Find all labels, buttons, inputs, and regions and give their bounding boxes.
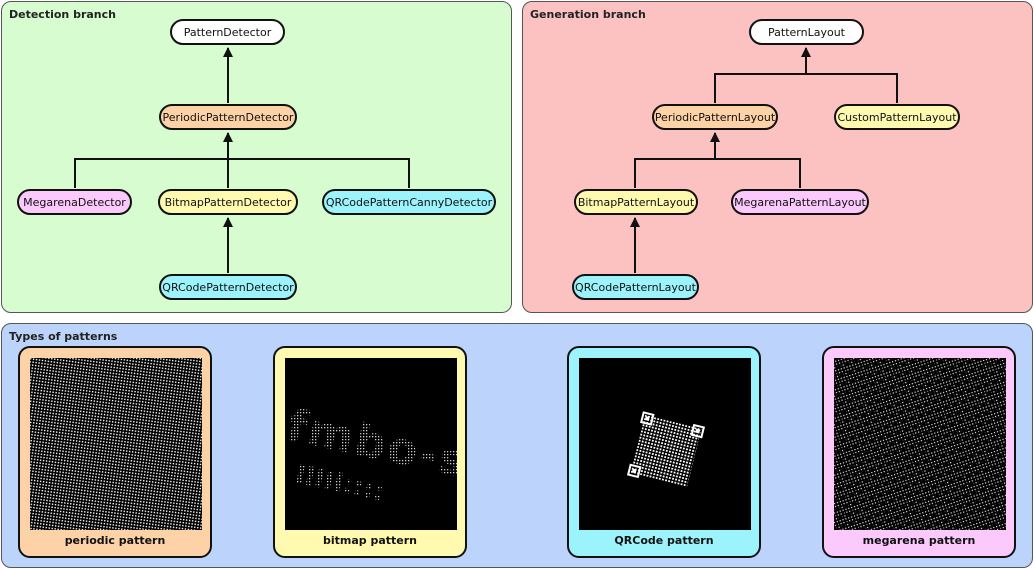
edge-bus-generation-bottom: [634, 158, 801, 188]
bitmap-pattern-image: fmbo-s IIIII::::: [285, 358, 457, 530]
bitmap-pattern-caption: bitmap pattern: [322, 534, 418, 547]
generation-panel-title: Generation branch: [530, 8, 646, 21]
edge-bus-detection: [74, 158, 410, 188]
periodic-pattern-caption: periodic pattern: [64, 534, 166, 547]
generation-panel: Generation branch: [522, 1, 1033, 313]
megarena-pattern-image: [834, 358, 1006, 530]
qrcode-pattern-image: [579, 358, 751, 530]
periodic-pattern-image: [30, 358, 202, 530]
card-qrcode-pattern: QRCode pattern: [567, 346, 761, 558]
node-periodic-pattern-detector: PeriodicPatternDetector: [159, 104, 297, 130]
node-bitmap-pattern-layout: BitmapPatternLayout: [574, 189, 698, 215]
card-megarena-pattern: megarena pattern: [822, 346, 1016, 558]
node-pattern-layout: PatternLayout: [749, 19, 864, 45]
detection-panel: Detection branch: [1, 1, 512, 313]
card-bitmap-pattern: fmbo-s IIIII:::: bitmap pattern: [273, 346, 467, 558]
types-panel-title: Types of patterns: [9, 330, 118, 343]
detection-panel-title: Detection branch: [9, 8, 116, 21]
node-megarena-pattern-layout: MegarenaPatternLayout: [731, 189, 869, 215]
edge-bus-generation-top: [714, 73, 898, 103]
node-megarena-detector: MegarenaDetector: [17, 189, 132, 215]
node-qrcode-pattern-layout: QRCodePatternLayout: [572, 274, 699, 300]
node-qrcode-canny-detector: QRCodePatternCannyDetector: [322, 189, 496, 215]
node-qrcode-pattern-detector: QRCodePatternDetector: [159, 274, 297, 300]
node-pattern-detector: PatternDetector: [170, 19, 285, 45]
qrcode-pattern-caption: QRCode pattern: [614, 534, 714, 547]
node-bitmap-pattern-detector: BitmapPatternDetector: [158, 189, 298, 215]
card-periodic-pattern: periodic pattern: [18, 346, 212, 558]
megarena-pattern-caption: megarena pattern: [862, 534, 976, 547]
node-custom-pattern-layout: CustomPatternLayout: [834, 104, 960, 130]
node-periodic-pattern-layout: PeriodicPatternLayout: [652, 104, 778, 130]
